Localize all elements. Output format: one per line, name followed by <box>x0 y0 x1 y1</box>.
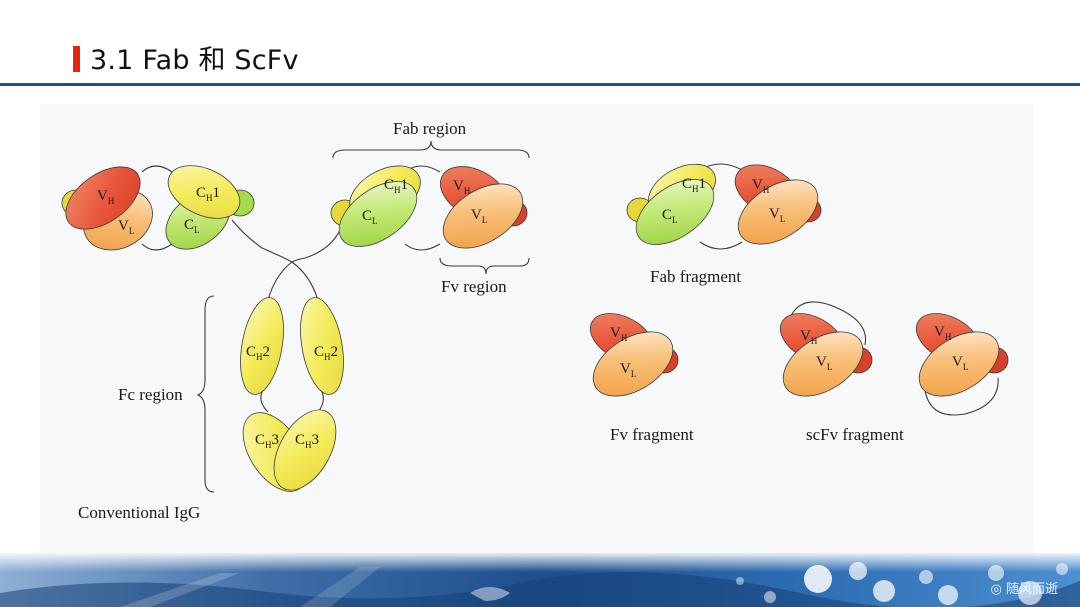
domain-label-vh: VH <box>934 324 952 342</box>
fab-fragment-illustration <box>626 163 822 245</box>
right-cl-domain <box>338 181 418 247</box>
igg-right-arm <box>330 165 528 249</box>
fc-right-ch3-domain <box>273 409 337 491</box>
fv-fragment-illustration <box>590 313 679 397</box>
left-vh-domain <box>65 166 141 230</box>
domain-label-vl: VL <box>816 354 832 372</box>
domain-label-cl: CL <box>184 217 200 235</box>
domain-labels: VH VL CH1 CL CH1 CL VH VL CH2 CH2 CH3 CH… <box>97 176 968 450</box>
domain-label-vl: VL <box>118 218 134 236</box>
scfv-right-vl-domain <box>918 331 1000 397</box>
left-ch1-domain <box>167 165 241 219</box>
domain-label-ch2: CH2 <box>314 344 338 362</box>
fc-left-ch2-domain <box>240 297 284 395</box>
scfv-fragment-label: scFv fragment <box>806 425 904 444</box>
domain-label-vh: VH <box>752 177 770 195</box>
domain-label-vh: VH <box>800 328 818 346</box>
fab-vl-domain <box>737 179 819 245</box>
domain-label-vl: VL <box>471 207 487 225</box>
domain-label-ch3: CH3 <box>295 432 319 450</box>
scfv-right-illustration <box>916 313 1009 397</box>
fab-cl-domain <box>635 179 715 245</box>
domain-label-cl: CL <box>362 208 378 226</box>
domain-label-ch3: CH3 <box>255 432 279 450</box>
domain-label-ch1: CH1 <box>682 176 706 194</box>
footer-art <box>0 553 1080 607</box>
domain-label-cl: CL <box>662 207 678 225</box>
domain-label-ch2: CH2 <box>246 344 270 362</box>
footer-banner: ◎ 随风而逝 <box>0 553 1080 607</box>
scfv-left-illustration <box>780 313 873 397</box>
fab-fragment-label: Fab fragment <box>650 267 741 286</box>
fv-region-label: Fv region <box>441 277 507 296</box>
right-vl-domain <box>442 183 524 249</box>
fv-fragment-label: Fv fragment <box>610 425 694 444</box>
fv-region-bracket <box>439 257 530 275</box>
domain-label-vl: VL <box>952 354 968 372</box>
header-rule <box>0 83 1080 86</box>
domain-label-vh: VH <box>453 178 471 196</box>
domain-label-vl: VL <box>620 361 636 379</box>
conventional-igg-label: Conventional IgG <box>78 503 200 522</box>
scfv-left-vl-domain <box>782 331 864 397</box>
fab-region-label: Fab region <box>393 119 467 138</box>
slide-header: 3.1 Fab 和 ScFv <box>0 0 1080 86</box>
domain-label-vh: VH <box>97 188 115 206</box>
fc-right-ch2-domain <box>300 297 344 395</box>
domain-label-ch1: CH1 <box>196 185 220 203</box>
fv-vl-domain <box>592 331 674 397</box>
domain-label-vh: VH <box>610 325 628 343</box>
slide-title: 3.1 Fab 和 ScFv <box>90 45 299 76</box>
fc-region-bracket <box>196 295 215 493</box>
fc-region-label: Fc region <box>118 385 183 404</box>
domain-label-ch1: CH1 <box>384 177 408 195</box>
domain-label-vl: VL <box>769 206 785 224</box>
title-marker <box>73 46 80 72</box>
fab-region-bracket <box>332 140 530 159</box>
watermark: ◎ 随风而逝 <box>990 582 1058 597</box>
igg-left-arm <box>61 165 255 251</box>
igg-fc <box>240 297 344 492</box>
